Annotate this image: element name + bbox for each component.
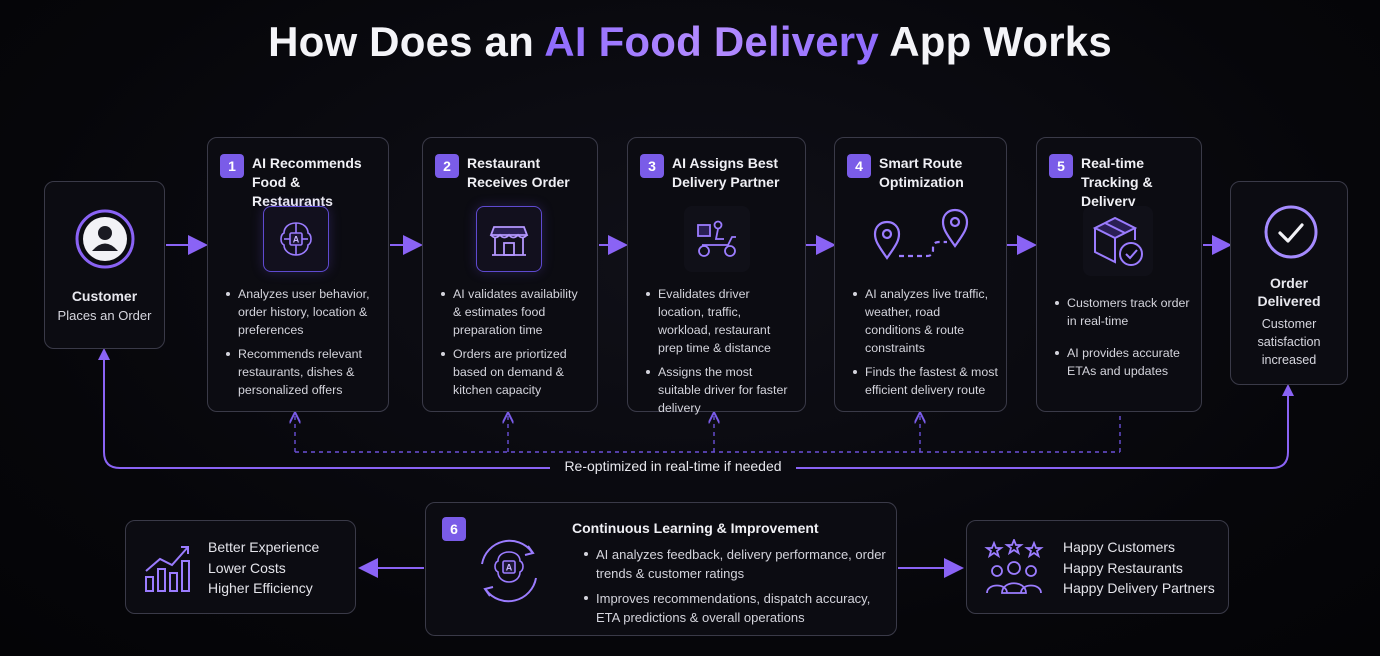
bullet-item: Assigns the most suitable driver for fas…: [644, 363, 797, 417]
learning-title: Continuous Learning & Improvement: [572, 520, 819, 536]
benefit-item: Lower Costs: [208, 559, 286, 576]
step-title: Smart Route Optimization: [879, 155, 964, 190]
check-circle-icon: [1263, 204, 1319, 260]
step-bullets: Customers track order in real-time AI pr…: [1053, 294, 1193, 386]
ai-cycle-icon: A: [466, 528, 552, 614]
customer-title: Customer: [71, 288, 138, 304]
bullet-item: Analyzes user behavior, order history, l…: [224, 285, 380, 339]
step-title: AI Assigns Best Delivery Partner: [672, 155, 780, 190]
step-number-badge: 2: [435, 154, 459, 178]
bullet-item: Customers track order in real-time: [1053, 294, 1193, 330]
benefit-item: Happy Customers: [1063, 539, 1176, 555]
storefront-icon: [476, 206, 542, 272]
happy-people-stars-icon: [983, 537, 1045, 599]
benefits-right-card: Happy Customers Happy Restaurants Happy …: [966, 520, 1229, 614]
benefit-item: Happy Restaurants: [1063, 559, 1183, 576]
step-5-card: 5 Real-time Tracking & Delivery Customer…: [1036, 137, 1202, 412]
step-title: AI Recommends Food & Restaurants: [252, 155, 362, 209]
dashed-feedback-lines: [295, 415, 1121, 453]
step-number-badge: 5: [1049, 154, 1073, 178]
user-icon: [74, 208, 136, 270]
growth-chart-icon: [142, 541, 196, 595]
ai-brain-icon: A: [263, 206, 329, 272]
package-check-icon: [1083, 206, 1153, 276]
learning-card: 6 A Continuous Learning & Improvement AI…: [425, 502, 897, 636]
step-number-badge: 4: [847, 154, 871, 178]
scooter-icon: [684, 206, 750, 272]
step-2-card: 2 Restaurant Receives Order AI validates…: [422, 137, 598, 412]
step-number-badge: 1: [220, 154, 244, 178]
title-accent: AI Food Delivery: [544, 18, 879, 65]
bullet-item: AI provides accurate ETAs and updates: [1053, 344, 1193, 380]
bullet-item: AI analyzes feedback, delivery performan…: [582, 545, 886, 583]
step-number-badge: 6: [442, 517, 466, 541]
title-suffix: App Works: [889, 18, 1112, 65]
step-4-card: 4 Smart Route Optimization AI analyzes l…: [834, 137, 1007, 412]
benefits-left-list: Better Experience Lower Costs Higher Eff…: [208, 537, 319, 599]
learning-bullets: AI analyzes feedback, delivery performan…: [582, 545, 886, 633]
step-title: Restaurant Receives Order: [467, 155, 570, 190]
bullet-item: Improves recommendations, dispatch accur…: [582, 589, 886, 627]
delivered-subtitle: Customer satisfaction increased: [1257, 317, 1321, 367]
reoptimize-loop: [103, 352, 1289, 469]
route-pins-icon: [869, 206, 973, 270]
order-delivered-card: Order Delivered Customer satisfaction in…: [1230, 181, 1348, 385]
title-prefix: How Does an: [268, 18, 534, 65]
step-bullets: AI validates availability & estimates fo…: [439, 285, 589, 405]
loop-label: Re-optimized in real-time if needed: [564, 458, 782, 474]
bullet-item: Evalidates driver location, traffic, wor…: [644, 285, 797, 357]
step-bullets: AI analyzes live traffic, weather, road …: [851, 285, 998, 405]
benefits-left-card: Better Experience Lower Costs Higher Eff…: [125, 520, 356, 614]
benefits-right-list: Happy Customers Happy Restaurants Happy …: [1063, 537, 1215, 599]
bullet-item: Orders are priortized based on demand & …: [439, 345, 589, 399]
customer-card: Customer Places an Order: [44, 181, 165, 349]
benefit-item: Better Experience: [208, 539, 320, 555]
step-title: Real-time Tracking & Delivery: [1081, 155, 1153, 209]
delivered-title: Order Delivered: [1257, 275, 1321, 309]
customer-subtitle: Places an Order: [57, 308, 152, 323]
bullet-item: AI validates availability & estimates fo…: [439, 285, 589, 339]
step-number-badge: 3: [640, 154, 664, 178]
step-3-card: 3 AI Assigns Best Delivery Partner Evali…: [627, 137, 806, 415]
step-bullets: Analyzes user behavior, order history, l…: [224, 285, 380, 405]
benefit-item: Happy Delivery Partners: [1063, 580, 1215, 596]
svg-text:A: A: [506, 563, 513, 573]
step-bullets: Evalidates driver location, traffic, wor…: [644, 285, 797, 423]
bullet-item: Recommends relevant restaurants, dishes …: [224, 345, 380, 399]
step-1-card: 1 AI Recommends Food & Restaurants A Ana…: [207, 137, 389, 412]
bullet-item: Finds the fastest & most efficient deliv…: [851, 363, 998, 399]
svg-text:A: A: [293, 235, 300, 245]
bullet-item: AI analyzes live traffic, weather, road …: [851, 285, 998, 357]
benefit-item: Higher Efficiency: [208, 580, 313, 596]
page-title: How Does an AI Food Delivery App Works: [0, 18, 1380, 66]
